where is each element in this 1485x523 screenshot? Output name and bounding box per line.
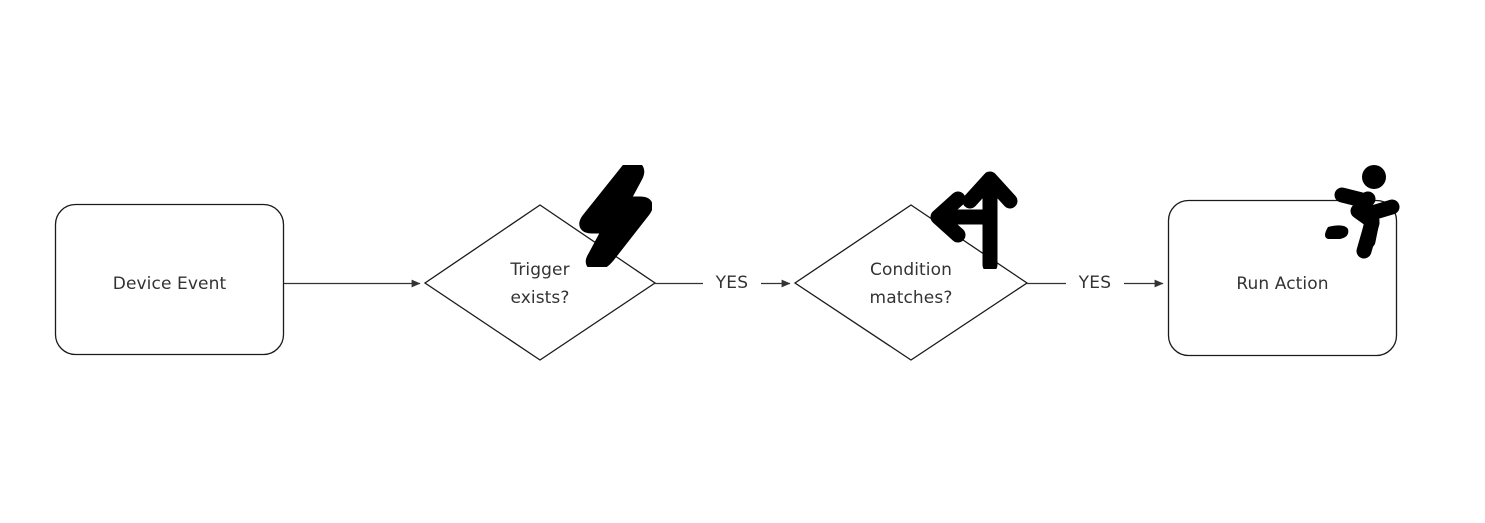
node-shape-run-action[interactable]	[1167, 199, 1398, 357]
node-shape-condition-matches[interactable]	[793, 204, 1029, 361]
edge-label-trigger-to-condition: YES	[715, 273, 749, 293]
node-shape-device-event[interactable]	[54, 203, 285, 356]
edge-label-condition-to-action: YES	[1078, 273, 1112, 293]
node-shape-trigger-exists[interactable]	[423, 204, 657, 361]
